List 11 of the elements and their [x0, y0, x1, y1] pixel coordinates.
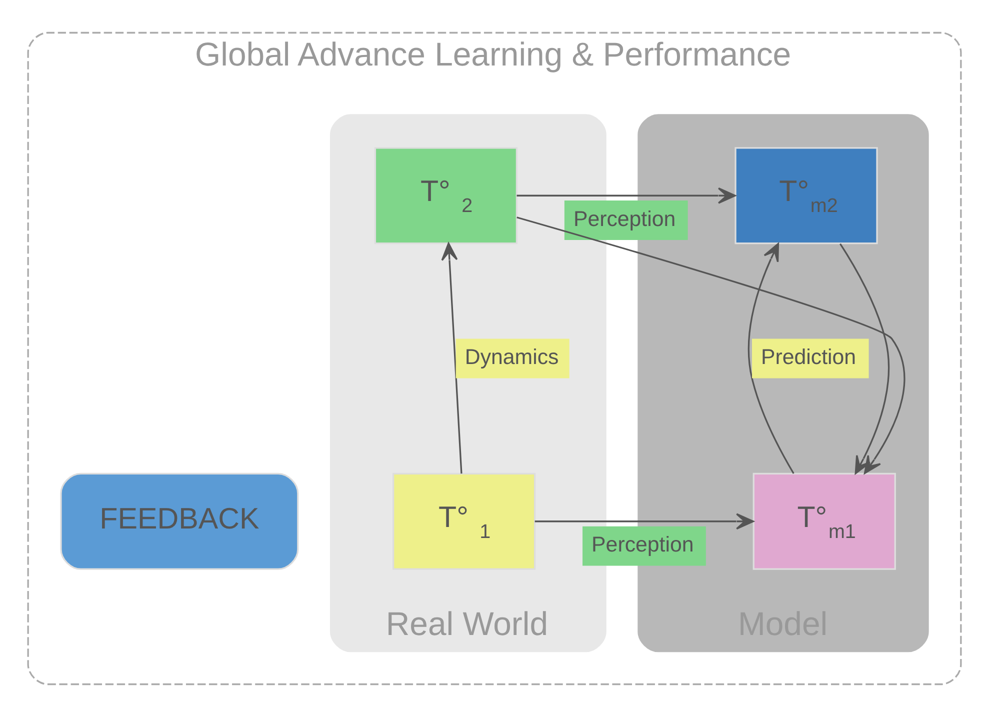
arrow — [748, 242, 794, 474]
edge-label: Prediction — [761, 344, 856, 369]
node-box: FEEDBACK — [60, 472, 299, 570]
node-box: T° $_{1}$ — [392, 472, 536, 570]
node-box: T°$_{m2}$ — [734, 146, 878, 244]
arrow — [516, 186, 736, 204]
arrow — [534, 512, 754, 530]
arrow — [441, 242, 462, 474]
node-box: T° $_{2}$ — [374, 146, 518, 244]
edge-label: Dynamics — [464, 344, 559, 369]
node-box: T°$_{m1}$ — [752, 472, 896, 570]
